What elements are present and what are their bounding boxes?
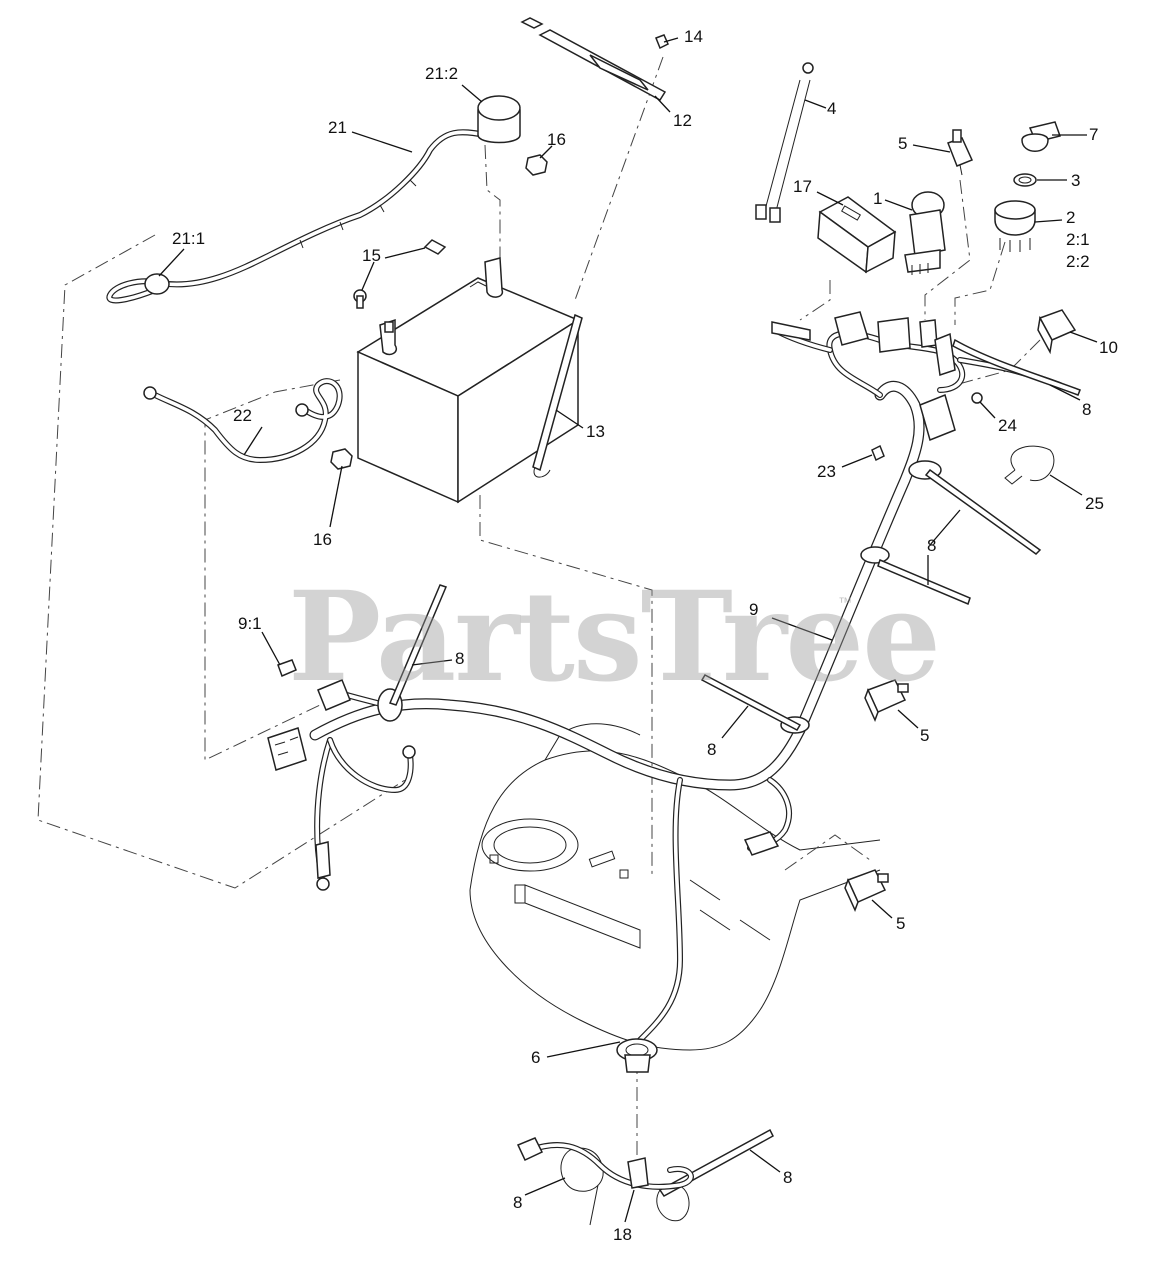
- switch-5-lower: [844, 869, 889, 912]
- callout-13: 13: [586, 422, 605, 441]
- callout-8-mid: 8: [707, 740, 717, 759]
- callout-21-2: 21:2: [425, 64, 459, 83]
- screw-24-23: [871, 392, 983, 462]
- mower-deck: [469, 723, 881, 1051]
- ignition-switch-2: [994, 200, 1036, 252]
- callout-2-1: 2:1: [1066, 230, 1090, 249]
- callout-9: 9: [749, 600, 759, 619]
- callout-15: 15: [362, 246, 381, 265]
- switch-5-mid: [864, 679, 909, 722]
- partstree-watermark: PartsTree: [288, 565, 941, 710]
- callout-18: 18: [613, 1225, 632, 1244]
- nut-3: [1013, 173, 1037, 187]
- clip-25: [1004, 445, 1055, 485]
- callout-3: 3: [1071, 171, 1081, 190]
- switch-5-top: [947, 129, 974, 176]
- callout-6: 6: [531, 1048, 541, 1067]
- callout-22: 22: [233, 406, 252, 425]
- callout-5-lower: 5: [896, 914, 906, 933]
- cable-ties: [388, 338, 1081, 1226]
- callout-7: 7: [1089, 125, 1099, 144]
- battery-strap: [520, 17, 669, 101]
- callout-2-2: 2:2: [1066, 252, 1090, 271]
- battery-hold-down-rod: [532, 313, 583, 478]
- battery: [356, 277, 580, 504]
- connector-9-1: [267, 659, 416, 891]
- callout-21-1: 21:1: [172, 229, 206, 248]
- callout-10: 10: [1099, 338, 1118, 357]
- callout-12: 12: [673, 111, 692, 130]
- callout-5-top: 5: [898, 134, 908, 153]
- callout-8-bottom-left: 8: [513, 1193, 523, 1212]
- hour-meter-17: [817, 196, 897, 274]
- nut-16: [330, 154, 548, 470]
- callout-25: 25: [1085, 494, 1104, 513]
- trademark-symbol: ™: [838, 594, 852, 610]
- pto-switch-1: [904, 191, 946, 275]
- battery-terminals: [353, 239, 504, 356]
- callout-16-top: 16: [547, 130, 566, 149]
- callout-8-upper: 8: [927, 536, 937, 555]
- connector-cluster: [771, 311, 956, 442]
- negative-battery-cable: [143, 378, 343, 463]
- callout-8-right: 8: [1082, 400, 1092, 419]
- callout-9-1: 9:1: [238, 614, 262, 633]
- positive-battery-cable: [106, 95, 521, 304]
- callout-16-bottom: 16: [313, 530, 332, 549]
- callout-14: 14: [684, 27, 703, 46]
- grommet-6: [616, 1038, 658, 1073]
- callout-21: 21: [328, 118, 347, 137]
- callout-8-bottom-right: 8: [783, 1168, 793, 1187]
- callout-8-left: 8: [455, 649, 465, 668]
- ignition-key-7: [1021, 121, 1061, 152]
- callout-1: 1: [873, 189, 883, 208]
- lower-harness-18: [516, 1137, 694, 1190]
- seat-switch-connector: [743, 831, 780, 856]
- relay-10: [1037, 309, 1077, 355]
- callout-23: 23: [817, 462, 836, 481]
- callout-2: 2: [1066, 208, 1076, 227]
- callout-17: 17: [793, 177, 812, 196]
- callout-5-mid: 5: [920, 726, 930, 745]
- leader-lines: [158, 37, 1098, 1223]
- fuse-holder-4: [755, 62, 814, 223]
- callout-4: 4: [827, 99, 837, 118]
- callout-24: 24: [998, 416, 1017, 435]
